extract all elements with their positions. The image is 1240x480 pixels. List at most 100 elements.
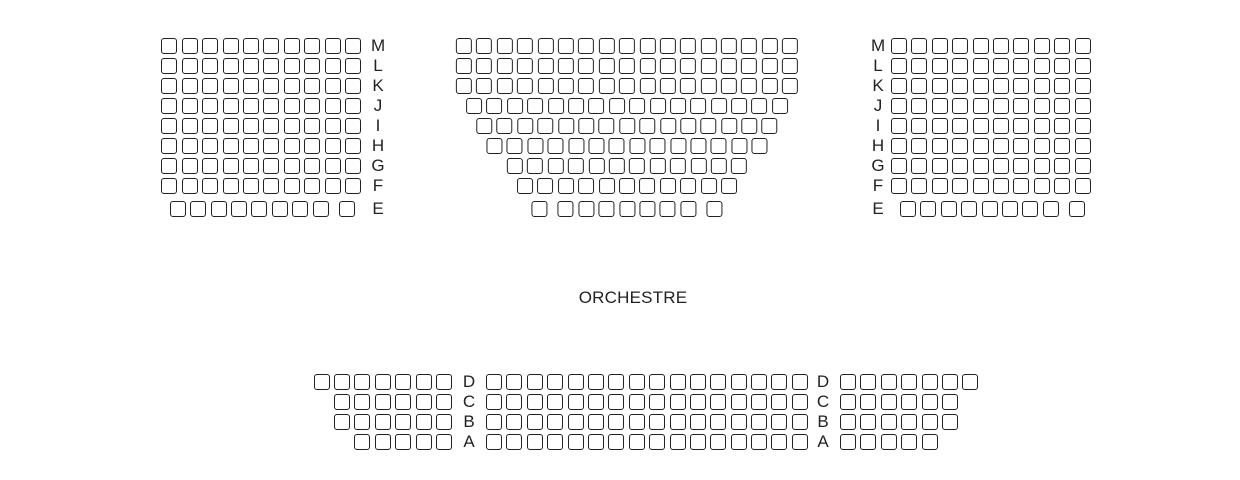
- seat-H-center-4[interactable]: [547, 138, 564, 154]
- seat-B-center-15[interactable]: [771, 414, 788, 430]
- seat-I-right-3[interactable]: [931, 118, 948, 134]
- seat-M-left-8[interactable]: [304, 38, 321, 54]
- seat-E-right-7[interactable]: [1022, 201, 1039, 217]
- seat-G-left-9[interactable]: [324, 158, 341, 174]
- seat-C-right-2[interactable]: [860, 394, 877, 410]
- seat-I-left-2[interactable]: [181, 118, 198, 134]
- seat-M-center-4[interactable]: [517, 38, 534, 54]
- seat-F-right-3[interactable]: [931, 178, 948, 194]
- seat-D-left-4[interactable]: [374, 374, 391, 390]
- seat-C-left-6[interactable]: [436, 394, 452, 410]
- seat-B-left-3[interactable]: [374, 414, 391, 430]
- seat-J-left-2[interactable]: [181, 98, 198, 114]
- seat-F-left-1[interactable]: [161, 178, 178, 194]
- seat-A-center-10[interactable]: [669, 434, 686, 450]
- seat-G-left-8[interactable]: [304, 158, 321, 174]
- seat-K-center-11[interactable]: [659, 78, 676, 94]
- seat-A-center-15[interactable]: [771, 434, 788, 450]
- seat-H-center-1[interactable]: [486, 138, 503, 154]
- seat-B-center-10[interactable]: [669, 414, 686, 430]
- seat-G-left-10[interactable]: [345, 158, 361, 174]
- seat-G-left-1[interactable]: [161, 158, 178, 174]
- seat-G-center-4[interactable]: [568, 158, 585, 174]
- seat-G-center-2[interactable]: [527, 158, 544, 174]
- seat-J-center-11[interactable]: [669, 98, 686, 114]
- seat-I-center-1[interactable]: [476, 118, 493, 134]
- seat-H-center-2[interactable]: [506, 138, 523, 154]
- seat-D-center-7[interactable]: [608, 374, 625, 390]
- seat-D-right-7[interactable]: [962, 374, 979, 390]
- seat-H-center-5[interactable]: [568, 138, 585, 154]
- seat-G-right-1[interactable]: [891, 158, 907, 174]
- seat-E-left-4[interactable]: [231, 201, 248, 217]
- seat-F-center-1[interactable]: [517, 178, 534, 194]
- seat-E-center-6[interactable]: [639, 201, 656, 217]
- seat-D-left-7[interactable]: [436, 374, 452, 390]
- seat-G-center-5[interactable]: [588, 158, 605, 174]
- seat-G-left-6[interactable]: [263, 158, 280, 174]
- seat-C-center-10[interactable]: [669, 394, 686, 410]
- seat-E-right-9[interactable]: [1069, 201, 1086, 217]
- seat-E-left-1[interactable]: [169, 201, 186, 217]
- seat-J-right-9[interactable]: [1054, 98, 1071, 114]
- seat-H-right-10[interactable]: [1074, 138, 1091, 154]
- seat-L-center-10[interactable]: [639, 58, 656, 74]
- seat-B-right-6[interactable]: [941, 414, 958, 430]
- seat-K-right-8[interactable]: [1033, 78, 1050, 94]
- seat-L-right-10[interactable]: [1074, 58, 1091, 74]
- seat-C-center-13[interactable]: [730, 394, 747, 410]
- seat-G-center-1[interactable]: [506, 158, 523, 174]
- seat-D-left-5[interactable]: [395, 374, 412, 390]
- seat-J-left-10[interactable]: [345, 98, 361, 114]
- seat-K-right-6[interactable]: [992, 78, 1009, 94]
- seat-D-left-3[interactable]: [354, 374, 371, 390]
- seat-G-right-6[interactable]: [992, 158, 1009, 174]
- seat-M-left-6[interactable]: [263, 38, 280, 54]
- seat-I-center-14[interactable]: [741, 118, 758, 134]
- seat-K-center-12[interactable]: [680, 78, 697, 94]
- seat-G-right-10[interactable]: [1074, 158, 1091, 174]
- seat-D-center-3[interactable]: [526, 374, 543, 390]
- seat-I-center-5[interactable]: [557, 118, 574, 134]
- seat-J-center-14[interactable]: [731, 98, 748, 114]
- seat-B-center-9[interactable]: [649, 414, 666, 430]
- seat-I-left-9[interactable]: [324, 118, 341, 134]
- seat-D-right-1[interactable]: [840, 374, 856, 390]
- seat-H-center-8[interactable]: [629, 138, 646, 154]
- seat-I-left-4[interactable]: [222, 118, 239, 134]
- seat-M-center-2[interactable]: [476, 38, 493, 54]
- seat-K-left-7[interactable]: [283, 78, 300, 94]
- seat-J-center-10[interactable]: [649, 98, 666, 114]
- seat-E-left-8[interactable]: [312, 201, 329, 217]
- seat-C-center-3[interactable]: [526, 394, 543, 410]
- seat-L-right-1[interactable]: [891, 58, 907, 74]
- seat-K-center-14[interactable]: [720, 78, 737, 94]
- seat-C-center-8[interactable]: [628, 394, 645, 410]
- seat-K-center-15[interactable]: [741, 78, 758, 94]
- seat-H-center-6[interactable]: [588, 138, 605, 154]
- seat-D-center-4[interactable]: [547, 374, 564, 390]
- seat-F-center-6[interactable]: [619, 178, 635, 194]
- seat-D-left-6[interactable]: [415, 374, 432, 390]
- seat-I-center-13[interactable]: [720, 118, 737, 134]
- seat-B-center-13[interactable]: [730, 414, 747, 430]
- seat-L-center-3[interactable]: [496, 58, 513, 74]
- seat-D-center-8[interactable]: [628, 374, 645, 390]
- seat-E-left-7[interactable]: [292, 201, 309, 217]
- seat-M-center-9[interactable]: [619, 38, 635, 54]
- seat-J-right-1[interactable]: [891, 98, 907, 114]
- seat-B-right-3[interactable]: [880, 414, 897, 430]
- seat-H-center-12[interactable]: [710, 138, 727, 154]
- seat-J-right-3[interactable]: [931, 98, 948, 114]
- seat-J-center-8[interactable]: [608, 98, 625, 114]
- seat-C-center-14[interactable]: [751, 394, 768, 410]
- seat-J-center-7[interactable]: [588, 98, 605, 114]
- seat-G-left-5[interactable]: [243, 158, 260, 174]
- seat-G-center-9[interactable]: [669, 158, 686, 174]
- seat-M-center-5[interactable]: [537, 38, 554, 54]
- seat-A-left-5[interactable]: [436, 434, 452, 450]
- seat-K-center-7[interactable]: [578, 78, 595, 94]
- seat-G-left-4[interactable]: [222, 158, 239, 174]
- seat-H-center-3[interactable]: [527, 138, 544, 154]
- seat-J-right-8[interactable]: [1033, 98, 1050, 114]
